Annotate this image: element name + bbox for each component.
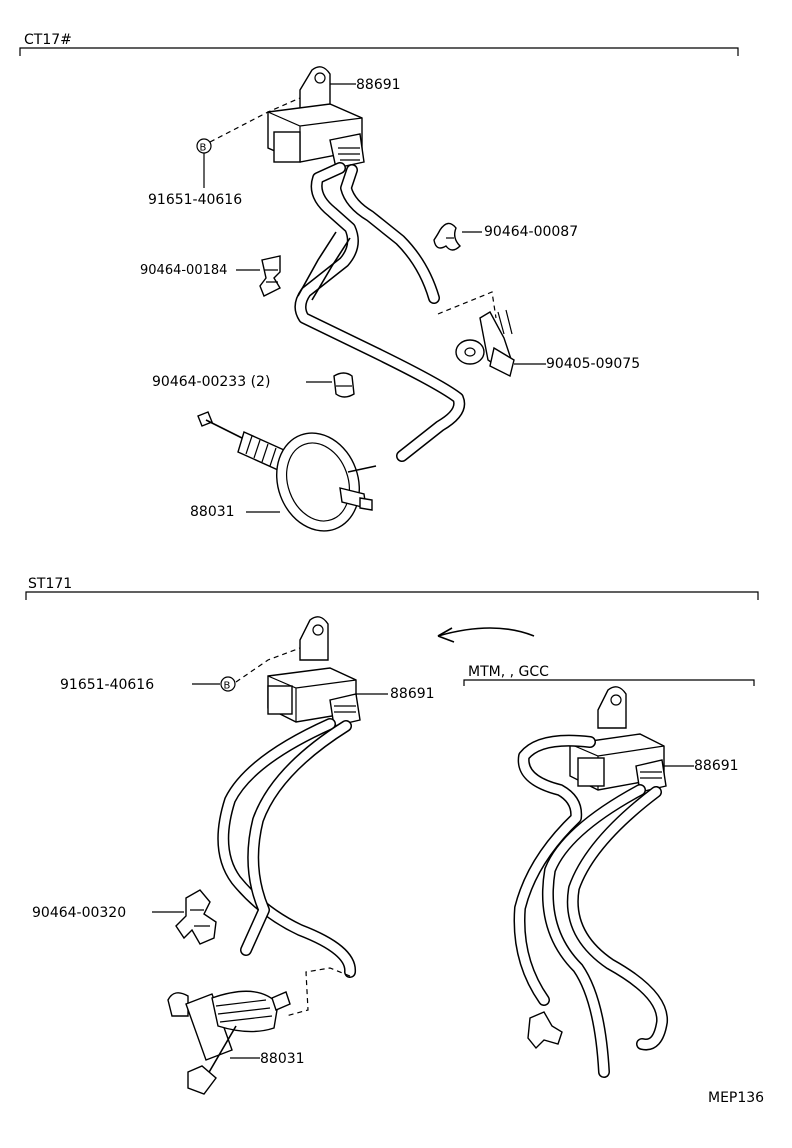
section-title-st171: ST171 xyxy=(28,576,72,592)
hoses-st171 xyxy=(217,718,356,978)
hoses-ct17 xyxy=(294,162,466,462)
joint-90405-09075 xyxy=(455,309,515,378)
callout-bolt-st171: 91651-40616 xyxy=(60,677,154,693)
clamp-90464-00184 xyxy=(259,255,281,297)
figure-code: MEP136 xyxy=(708,1090,764,1106)
variant-mtm-gcc: MTM, , GCC xyxy=(463,664,755,1078)
section-bracket-ct17 xyxy=(19,47,739,56)
callout-joint-ct17: 90405-09075 xyxy=(546,356,640,372)
section-bracket-st171 xyxy=(25,591,759,600)
section-title-ct17: CT17# xyxy=(24,32,72,48)
variant-bracket xyxy=(463,679,755,686)
callout-vsv-variant: 88691 xyxy=(694,758,739,774)
actuator-88031-ct17 xyxy=(197,411,377,532)
callout-clamp-c-ct17: 90464-00233 (2) xyxy=(152,374,270,390)
callout-vsv-st171: 88691 xyxy=(390,686,435,702)
callout-clamp-st171: 90464-00320 xyxy=(32,905,126,921)
callout-actuator-ct17: 88031 xyxy=(190,504,235,520)
dash-bolt-ct17 xyxy=(209,97,301,143)
actuator-88031-st171 xyxy=(167,990,291,1095)
variant-arrow xyxy=(437,627,535,637)
bolt-b-symbol-st171 xyxy=(220,676,236,692)
vsv-88691-ct17 xyxy=(267,66,365,169)
variant-title: MTM, , GCC xyxy=(468,664,549,680)
section-ct17: CT17# 88691 B 91651-40616 xyxy=(19,32,739,532)
svg-text:B: B xyxy=(200,143,207,154)
callout-vsv-ct17: 88691 xyxy=(356,77,401,93)
callout-clamp-a-ct17: 90464-00087 xyxy=(484,224,578,240)
callout-clamp-b-ct17: 90464-00184 xyxy=(140,263,227,278)
clamp-90464-00233 xyxy=(333,372,355,398)
clamp-90464-00320 xyxy=(175,889,217,945)
callout-bolt-ct17: 91651-40616 xyxy=(148,192,242,208)
section-st171: ST171 88691 B 91651-40616 xyxy=(25,576,759,1095)
clamp-90464-00087 xyxy=(433,222,461,251)
vsv-88691-st171 xyxy=(267,616,361,727)
callout-actuator-st171: 88031 xyxy=(260,1051,305,1067)
dash-joint-ct17 xyxy=(437,291,497,319)
svg-text:B: B xyxy=(224,681,231,692)
